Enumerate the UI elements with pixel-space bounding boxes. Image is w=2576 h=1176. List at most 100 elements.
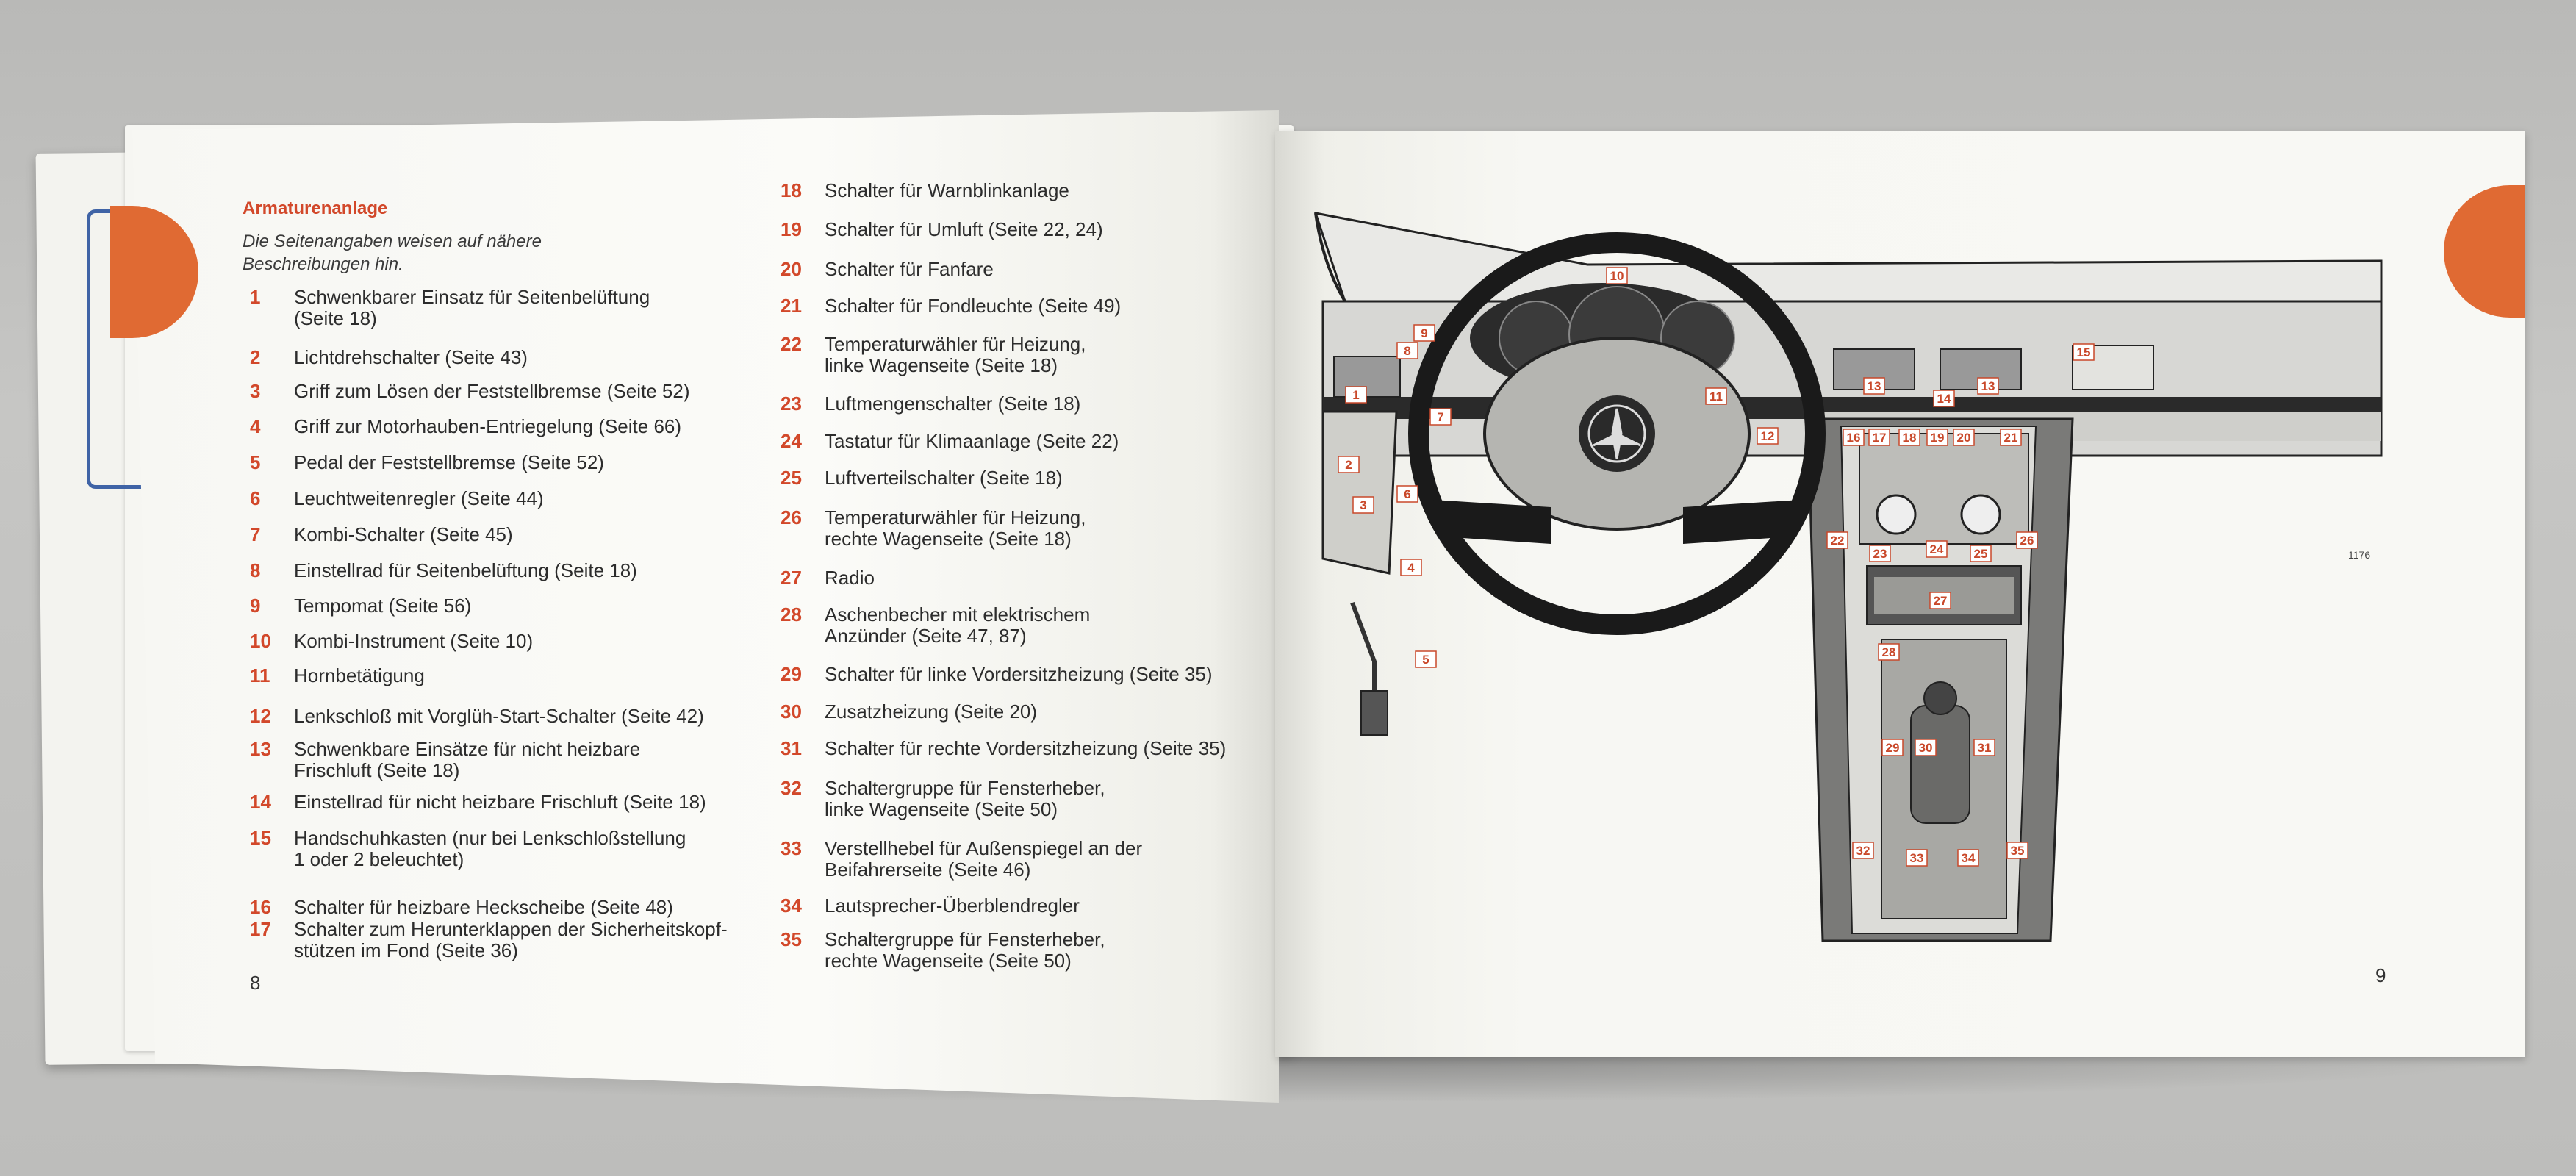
legend-number: 4: [250, 415, 261, 437]
callout-label: 3: [1360, 498, 1366, 512]
legend-number: 26: [781, 506, 802, 528]
legend-number: 2: [250, 346, 261, 368]
callout-10: 10: [1606, 267, 1628, 284]
callout-label: 30: [1919, 741, 1933, 755]
legend-number: 12: [250, 705, 271, 727]
callout-22: 22: [1826, 531, 1848, 549]
callout-21: 21: [2000, 429, 2022, 446]
legend-label: Pedal der Feststellbremse (Seite 52): [294, 451, 604, 473]
legend-number: 3: [250, 380, 261, 402]
callout-33: 33: [1906, 849, 1928, 867]
callout-label: 6: [1404, 487, 1410, 501]
legend-label: Kombi-Instrument (Seite 10): [294, 630, 534, 652]
callout-label: 29: [1886, 741, 1900, 755]
callout-32: 32: [1852, 842, 1874, 859]
callout-label: 26: [2020, 534, 2034, 548]
callout-label: 21: [2004, 431, 2018, 445]
legend-number: 23: [781, 392, 802, 415]
legend-label: Schalter für Fanfare: [825, 258, 994, 280]
legend-number: 16: [250, 896, 271, 918]
figure-code: 1176: [2348, 549, 2370, 561]
callout-label: 16: [1847, 431, 1861, 445]
legend-number: 9: [250, 595, 261, 617]
callout-label: 17: [1873, 431, 1887, 445]
callout-label: 31: [1978, 741, 1992, 755]
legend-number: 7: [250, 523, 261, 545]
section-heading: Armaturenanlage: [243, 198, 388, 218]
callout-label: 15: [2077, 345, 2091, 359]
callout-18: 18: [1898, 429, 1920, 446]
legend-number: 19: [781, 218, 802, 240]
callout-label: 25: [1974, 547, 1988, 561]
callout-label: 2: [1345, 458, 1352, 472]
page-number-right: 9: [2375, 964, 2386, 986]
callout-label: 1: [1352, 388, 1359, 402]
legend-label: Temperaturwähler für Heizung, rechte Wag…: [825, 506, 1086, 550]
legend-number: 27: [781, 567, 802, 589]
callout-3: 3: [1352, 496, 1374, 514]
legend-item: 21 Schalter für Fondleuchte (Seite 49): [781, 295, 1121, 317]
legend-number: 13: [250, 738, 271, 760]
legend-number: 35: [781, 928, 802, 950]
legend-label: Schaltergruppe für Fensterheber, linke W…: [825, 777, 1105, 820]
legend-label: Griff zur Motorhauben-Entriegelung (Seit…: [294, 415, 682, 437]
callout-label: 35: [2011, 844, 2025, 858]
callout-14: 14: [1933, 390, 1955, 407]
callout-label: 9: [1421, 326, 1427, 340]
legend-number: 21: [781, 295, 802, 317]
legend-number: 17: [250, 918, 271, 940]
legend-label: Schalter für Fondleuchte (Seite 49): [825, 295, 1122, 317]
legend-label: Schwenkbarer Einsatz für Seitenbelüftung…: [294, 286, 650, 329]
callout-11: 11: [1705, 387, 1727, 405]
callout-25: 25: [1970, 545, 1992, 562]
legend-label: Luftmengenschalter (Seite 18): [825, 392, 1081, 415]
legend-number: 24: [781, 430, 802, 452]
legend-label: Schalter für Umluft (Seite 22, 24): [825, 218, 1103, 240]
legend-label: Zusatzheizung (Seite 20): [825, 700, 1038, 723]
callout-label: 32: [1856, 844, 1870, 858]
left-page: [132, 110, 1279, 1102]
legend-label: Verstellhebel für Außenspiegel an der Be…: [825, 837, 1143, 881]
legend-item: 30 Zusatzheizung (Seite 20): [781, 701, 1037, 723]
legend-number: 29: [781, 663, 802, 685]
legend-label: Schalter für rechte Vordersitzheizung (S…: [825, 737, 1227, 759]
callout-label: 20: [1957, 431, 1971, 445]
callout-label: 5: [1422, 653, 1429, 667]
callout-15: 15: [2073, 343, 2095, 361]
legend-number: 14: [250, 791, 271, 813]
legend-number: 6: [250, 487, 261, 509]
callout-label: 14: [1937, 392, 1951, 406]
callout-20: 20: [1953, 429, 1975, 446]
callout-label: 27: [1934, 594, 1948, 608]
callout-label: 12: [1761, 429, 1775, 443]
legend-label: Schwenkbare Einsätze für nicht heizbare …: [294, 738, 641, 781]
callout-label: 10: [1610, 269, 1624, 283]
callout-label: 7: [1437, 410, 1443, 424]
legend-number: 31: [781, 737, 802, 759]
legend-item: 31 Schalter für rechte Vordersitzheizung …: [781, 738, 1226, 759]
callout-27: 27: [1929, 592, 1951, 609]
callout-label: 11: [1709, 390, 1723, 404]
legend-number: 30: [781, 700, 802, 723]
callout-35: 35: [2006, 842, 2028, 859]
callout-13: 13: [1863, 377, 1885, 395]
callout-label: 28: [1882, 645, 1896, 659]
callout-5: 5: [1415, 650, 1437, 668]
legend-item: 13 Schwenkbare Einsätze für nicht heizbar…: [250, 739, 640, 781]
callout-label: 8: [1404, 344, 1410, 358]
callout-8: 8: [1396, 342, 1418, 359]
callout-6: 6: [1396, 485, 1418, 503]
page-number-left: 8: [250, 972, 261, 994]
